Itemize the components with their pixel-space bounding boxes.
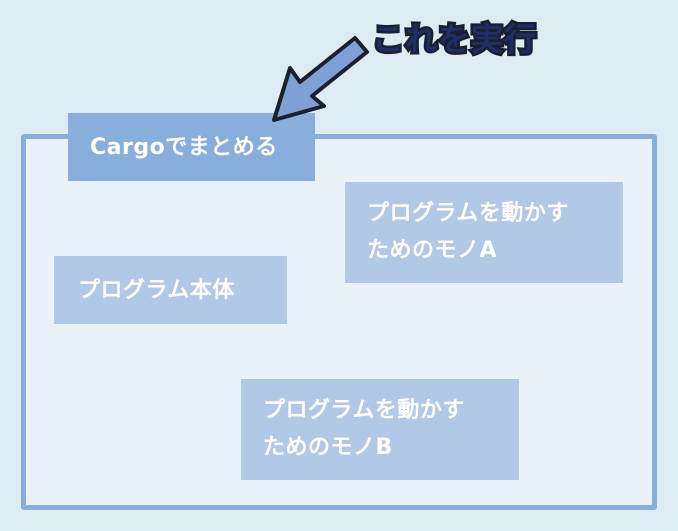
- program-main-text: プログラム本体: [78, 277, 235, 303]
- helper-b-line1: プログラムを動かす: [263, 398, 465, 423]
- helper-a-box: プログラムを動かす ためのモノA: [345, 182, 623, 283]
- helper-b-line2: ためのモノB: [263, 435, 393, 460]
- cargo-container-label: Cargoでまとめる: [68, 113, 315, 181]
- program-main-box: プログラム本体: [54, 256, 287, 324]
- cargo-label-text: Cargoでまとめる: [90, 134, 278, 160]
- callout-title-text: これを実行: [369, 18, 538, 61]
- callout-title: これを実行: [369, 14, 538, 61]
- pointer-arrow-shape: [272, 36, 369, 122]
- helper-b-box: プログラムを動かす ためのモノB: [241, 379, 519, 480]
- pointer-arrow-icon: [272, 36, 369, 122]
- helper-a-line1: プログラムを動かす: [367, 201, 569, 226]
- helper-a-line2: ためのモノA: [367, 238, 498, 263]
